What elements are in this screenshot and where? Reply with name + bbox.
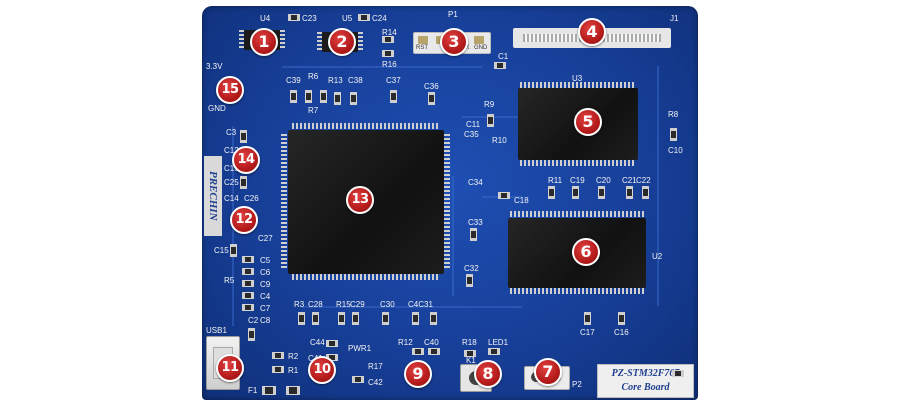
marker-2: 2 <box>328 28 356 56</box>
marker-7: 7 <box>534 358 562 386</box>
marker-15: 15 <box>216 76 244 104</box>
marker-9: 9 <box>404 360 432 388</box>
marker-14: 14 <box>232 146 260 174</box>
marker-10: 10 <box>308 356 336 384</box>
marker-6: 6 <box>572 238 600 266</box>
board-label: PZ-STM32F767 Core Board <box>597 364 694 398</box>
marker-1: 1 <box>250 28 278 56</box>
brand-logo: PRECHIN <box>204 156 222 236</box>
marker-8: 8 <box>474 360 502 388</box>
marker-11: 11 <box>216 354 244 382</box>
marker-5: 5 <box>574 108 602 136</box>
marker-12: 12 <box>230 206 258 234</box>
marker-3: 3 <box>440 28 468 56</box>
marker-13: 13 <box>346 186 374 214</box>
marker-4: 4 <box>578 18 606 46</box>
pcb-board: RST CLK GND PRECHIN PZ-STM32F767 Core <box>202 6 698 400</box>
